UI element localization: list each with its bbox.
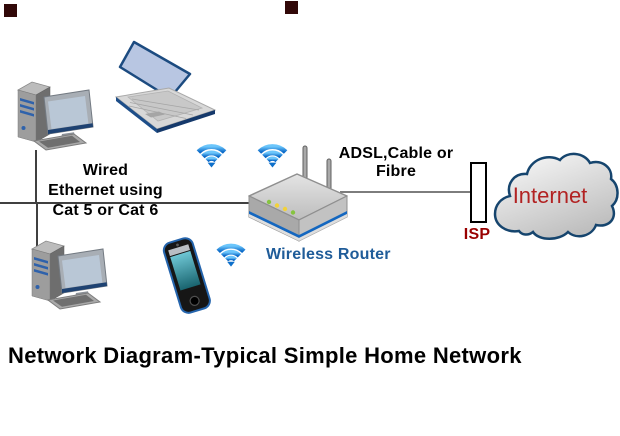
isp-demarcation-box xyxy=(470,162,487,223)
marker-square-top-left xyxy=(4,4,17,17)
laptop-icon xyxy=(112,40,218,136)
wireless-router-label: Wireless Router xyxy=(266,246,391,263)
wan-label-line2: Fibre xyxy=(375,163,417,180)
wifi-laptop-icon xyxy=(188,124,235,169)
ethernet-bus-line xyxy=(0,202,252,204)
wired-label-line2: Ethernet using xyxy=(48,182,163,199)
wired-label-line3: Cat 5 or Cat 6 xyxy=(52,202,159,219)
desktop-bottom-drop-line xyxy=(36,203,38,247)
diagram-title: Network Diagram-Typical Simple Home Netw… xyxy=(8,343,522,368)
desktop-computer-bottom-icon xyxy=(24,237,124,325)
desktop-top-drop-line xyxy=(35,150,37,203)
wifi-phone-icon xyxy=(208,224,254,268)
marker-square-top-center xyxy=(285,1,298,14)
desktop-computer-top-icon xyxy=(10,78,110,166)
wifi-router-icon xyxy=(249,124,296,169)
wired-ethernet-label: Wired Ethernet using Cat 5 or Cat 6 xyxy=(28,161,183,221)
isp-label: ISP xyxy=(463,226,491,243)
wired-label-line1: Wired xyxy=(82,162,129,179)
wan-link-line xyxy=(340,191,472,193)
internet-label: Internet xyxy=(512,183,588,208)
adsl-cable-fibre-label: ADSL,Cable or Fibre xyxy=(318,145,474,181)
wan-label-line1: ADSL,Cable or xyxy=(338,145,454,162)
